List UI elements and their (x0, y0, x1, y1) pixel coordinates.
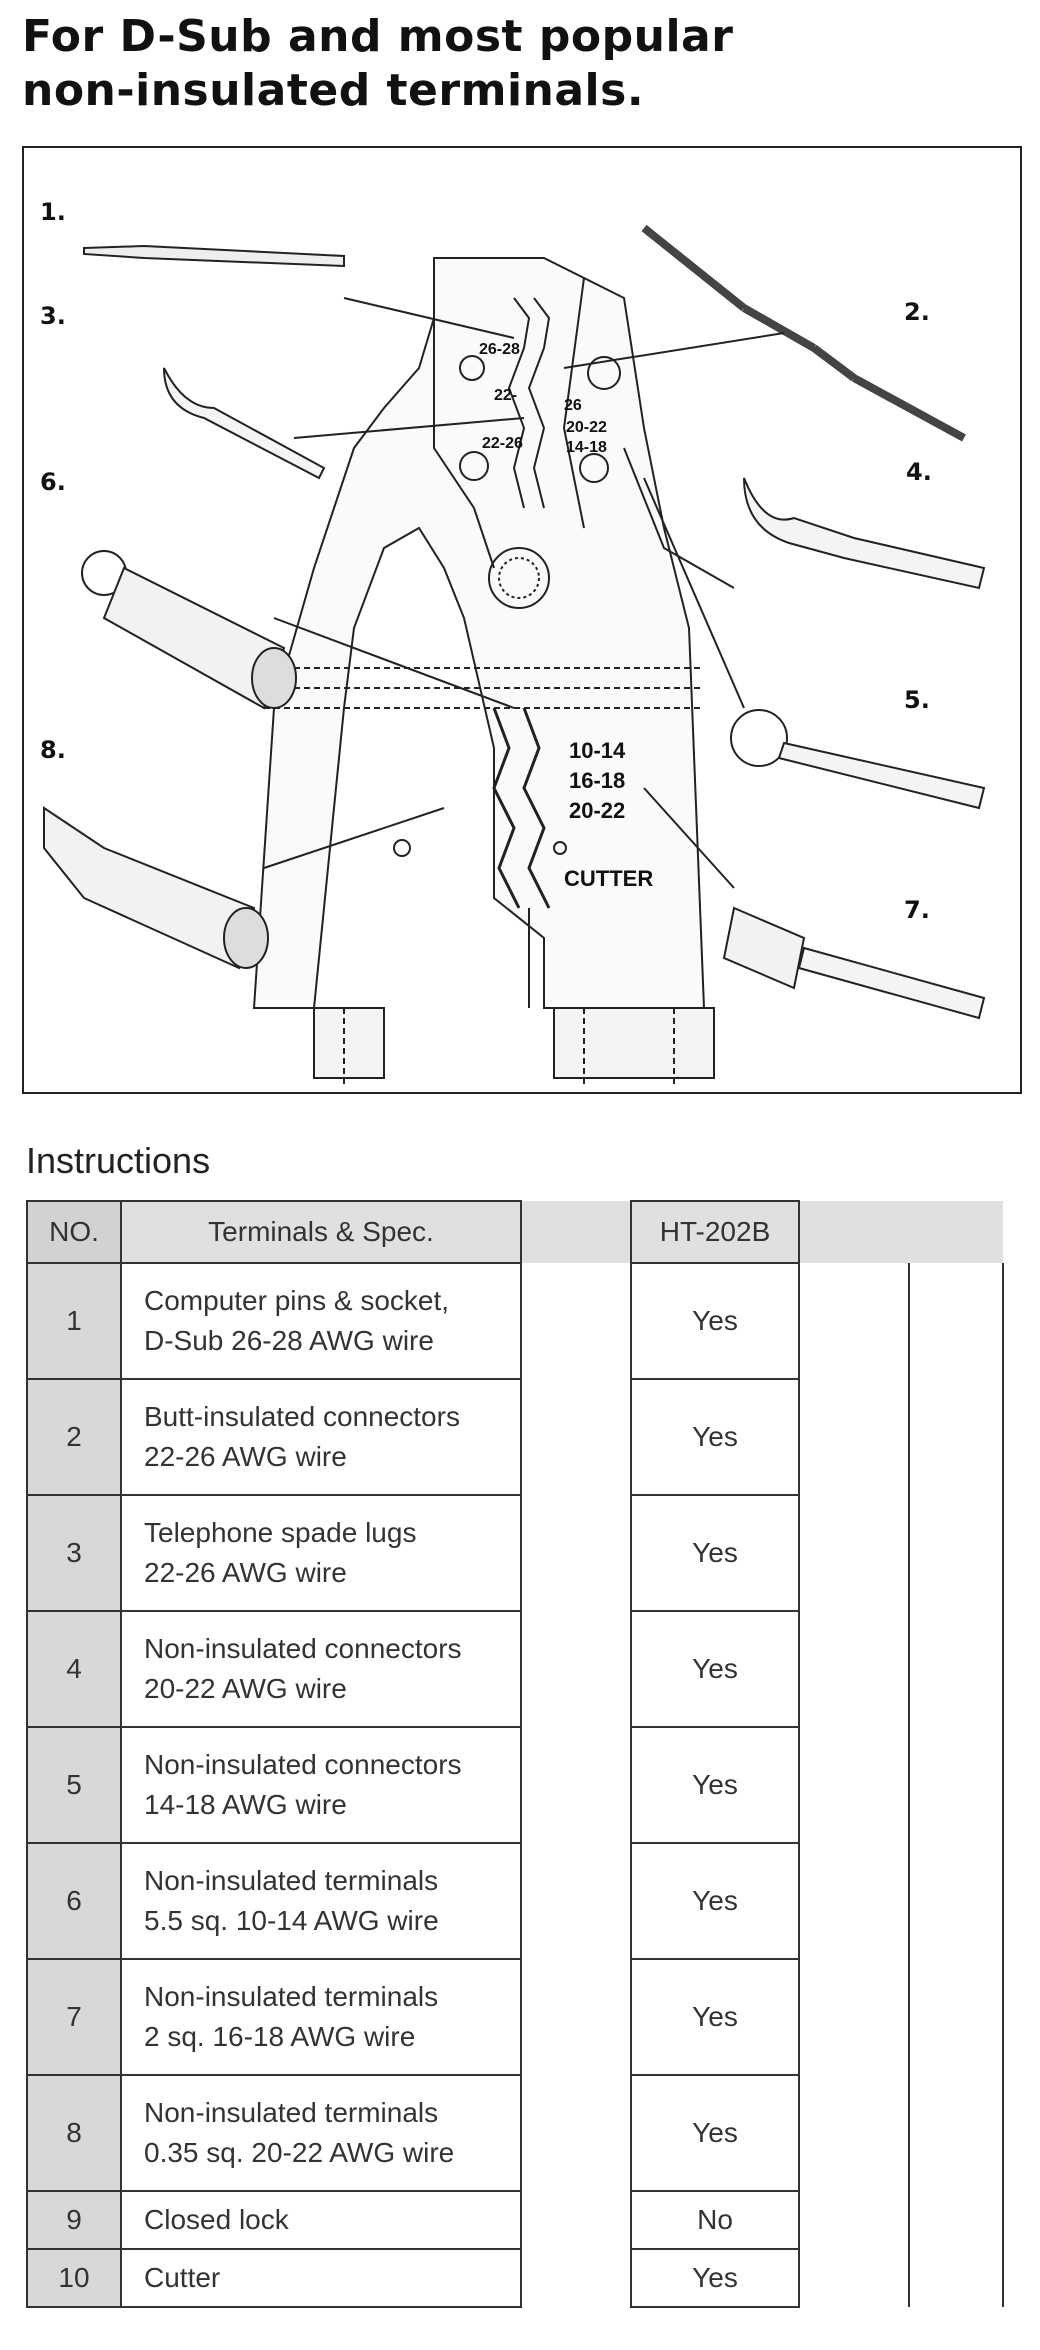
header-no: NO. (26, 1200, 122, 1264)
table-row: 9 Closed lock No (26, 2190, 1004, 2250)
spec-table: NO. Terminals & Spec. HT-202B 1 Computer… (26, 1200, 1004, 2308)
cutter-label: CUTTER (564, 866, 653, 891)
die-label-20-22: 20-22 (566, 419, 607, 436)
row-value: Yes (630, 1610, 800, 1728)
die-label-22: 22- (494, 387, 517, 404)
header-model: HT-202B (630, 1200, 800, 1264)
die-label-26: 26 (564, 397, 582, 414)
title-line-1: For D-Sub and most popular (22, 11, 734, 62)
terminal-7 (722, 906, 806, 990)
terminal-1 (83, 244, 345, 268)
callout-3: 3. (40, 302, 66, 330)
instructions-heading: Instructions (26, 1140, 211, 1181)
terminal-2 (641, 224, 966, 442)
die-label-26-28: 26-28 (479, 341, 520, 358)
callout-2: 2. (904, 298, 930, 326)
callout-5: 5. (904, 686, 930, 714)
row-value: Yes (630, 1494, 800, 1612)
row-value: Yes (630, 1842, 800, 1960)
die-label-10-14: 10-14 (569, 738, 626, 763)
terminal-5 (730, 709, 788, 767)
row-number: 3 (26, 1494, 122, 1612)
row-value: Yes (630, 1262, 800, 1380)
die-label-16-18: 16-18 (569, 768, 625, 793)
die-label-22-26: 22-26 (482, 435, 523, 452)
row-value: Yes (630, 1378, 800, 1496)
callout-1: 1. (40, 198, 66, 226)
row-value: Yes (630, 1726, 800, 1844)
row-spec: Computer pins & socket,D-Sub 26-28 AWG w… (120, 1262, 522, 1380)
row-number: 4 (26, 1610, 122, 1728)
row-number: 6 (26, 1842, 122, 1960)
die-label-20-22-lower: 20-22 (569, 798, 625, 823)
row-value: Yes (630, 1958, 800, 2076)
row-number: 5 (26, 1726, 122, 1844)
table-row: 10 Cutter Yes (26, 2248, 1004, 2308)
left-handle (313, 1007, 385, 1079)
row-spec: Cutter (120, 2248, 522, 2308)
row-number: 1 (26, 1262, 122, 1380)
row-value: Yes (630, 2248, 800, 2308)
callout-4: 4. (906, 458, 932, 486)
callout-8: 8. (40, 736, 66, 764)
tool-body (252, 257, 706, 1009)
pivot-bolt (488, 547, 550, 609)
terminal-3 (163, 367, 326, 480)
terminal-8 (43, 806, 256, 970)
right-handle (553, 1007, 715, 1079)
row-value: Yes (630, 2074, 800, 2192)
row-number: 2 (26, 1378, 122, 1496)
row-value: No (630, 2190, 800, 2250)
row-number: 10 (26, 2248, 122, 2308)
table-header-row: NO. Terminals & Spec. HT-202B (26, 1200, 1003, 1264)
page-title: For D-Sub and most popular non-insulated… (22, 10, 733, 118)
row-spec: Closed lock (120, 2190, 522, 2250)
header-spec: Terminals & Spec. (120, 1200, 522, 1264)
table-row: 1 Computer pins & socket,D-Sub 26-28 AWG… (26, 1262, 1004, 1380)
callout-7: 7. (904, 896, 930, 924)
callout-6: 6. (40, 468, 66, 496)
row-number: 7 (26, 1958, 122, 2076)
crimper-illustration: 1. 2. 3. 4. 6. 5. 8. 7. 26-28 22- 26 22-… (40, 198, 986, 1088)
crimper-diagram: 1. 2. 3. 4. 6. 5. 8. 7. 26-28 22- 26 22-… (22, 146, 1022, 1094)
terminal-4 (743, 477, 986, 590)
row-number: 9 (26, 2190, 122, 2250)
row-number: 8 (26, 2074, 122, 2192)
title-line-2: non-insulated terminals. (22, 65, 645, 116)
die-label-14-18: 14-18 (566, 439, 607, 456)
